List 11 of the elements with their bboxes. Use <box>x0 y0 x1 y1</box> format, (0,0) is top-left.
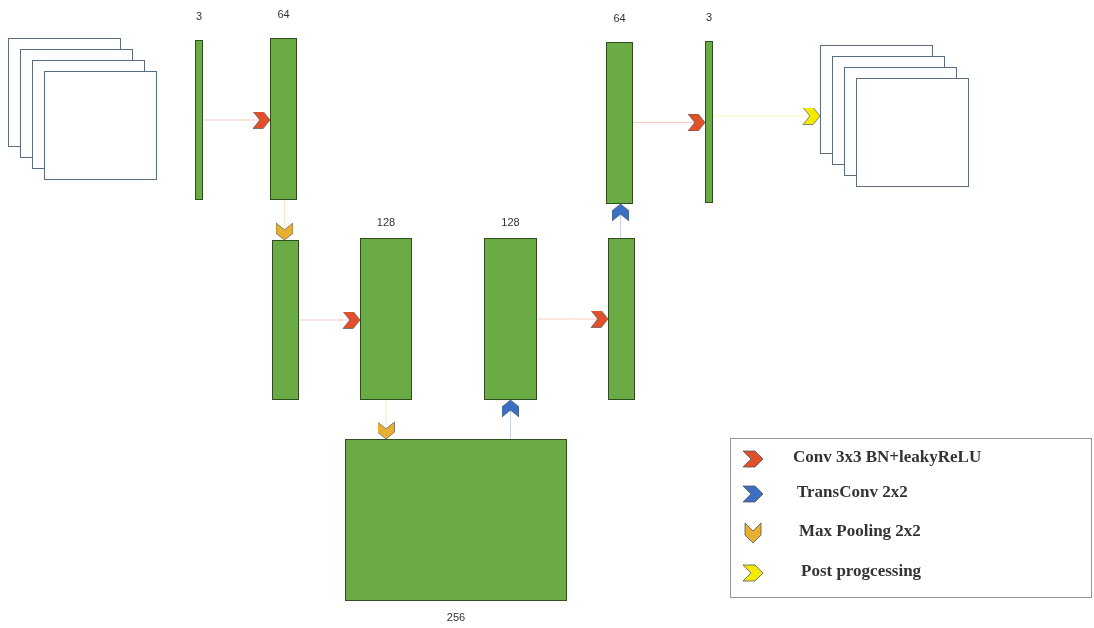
channel-count: 64 <box>613 12 626 24</box>
legend-label: Max Pooling 2x2 <box>799 521 921 541</box>
channel-count: 3 <box>195 10 203 22</box>
channel-count: 128 <box>501 216 520 228</box>
legend-label: TransConv 2x2 <box>797 482 908 502</box>
channel-count: 64 <box>277 8 290 20</box>
legend-label: Conv 3x3 BN+leakyReLU <box>793 447 982 467</box>
legend-label: Post progcessing <box>801 561 922 581</box>
channel-count: 256 <box>446 611 466 623</box>
channel-count: 128 <box>376 216 396 228</box>
channel-count: 3 <box>705 11 713 23</box>
